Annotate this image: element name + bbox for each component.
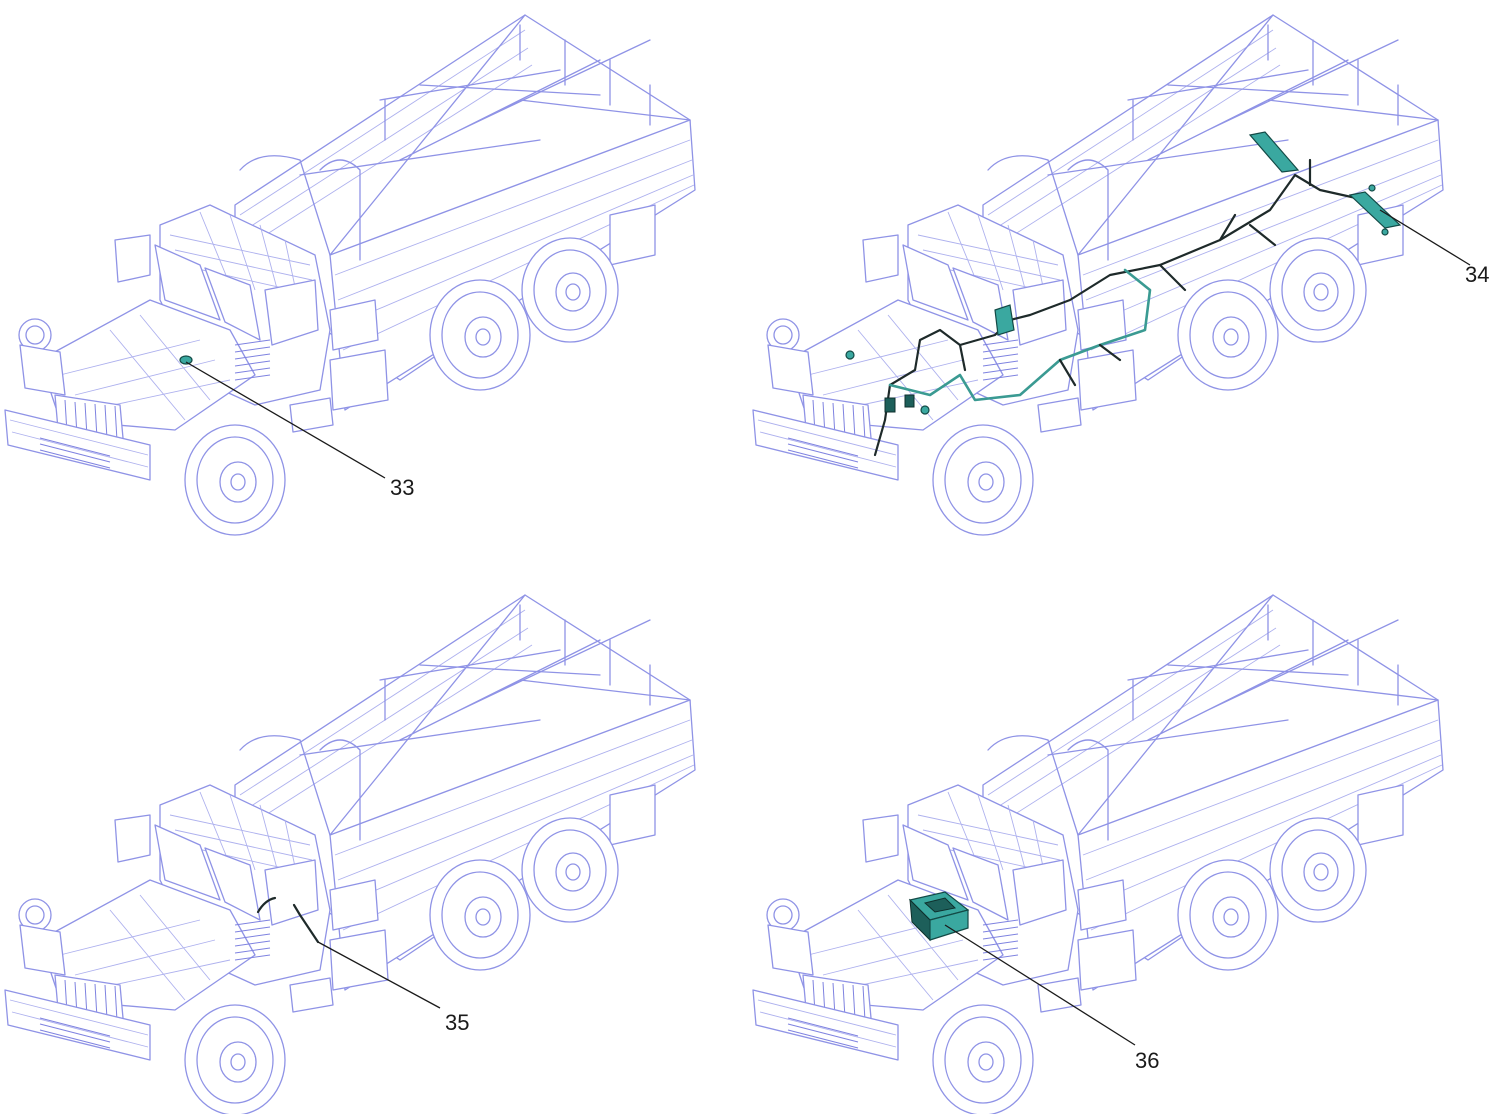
leader-line-36 bbox=[944, 924, 1136, 1046]
callout-33: 33 bbox=[390, 475, 414, 500]
truck-outline bbox=[752, 594, 1444, 1114]
sensor-part bbox=[179, 355, 193, 365]
callout-34: 34 bbox=[1465, 262, 1489, 287]
leader-line-34 bbox=[1379, 209, 1471, 266]
callout-35: 35 bbox=[445, 1010, 469, 1035]
leader-line-35 bbox=[317, 941, 441, 1009]
callout-36: 36 bbox=[1135, 1048, 1159, 1073]
truck-outline bbox=[4, 594, 696, 1114]
cab-wire-part bbox=[256, 896, 320, 944]
truck-outline bbox=[752, 14, 1444, 536]
leader-line-33 bbox=[185, 361, 386, 479]
view-4: 36 bbox=[752, 594, 1444, 1114]
view-3: 35 bbox=[4, 594, 696, 1114]
wiring-harness-part bbox=[845, 131, 1402, 457]
view-2: 34 bbox=[752, 14, 1489, 536]
control-unit-part bbox=[908, 891, 970, 942]
view-1: 33 bbox=[4, 14, 696, 536]
